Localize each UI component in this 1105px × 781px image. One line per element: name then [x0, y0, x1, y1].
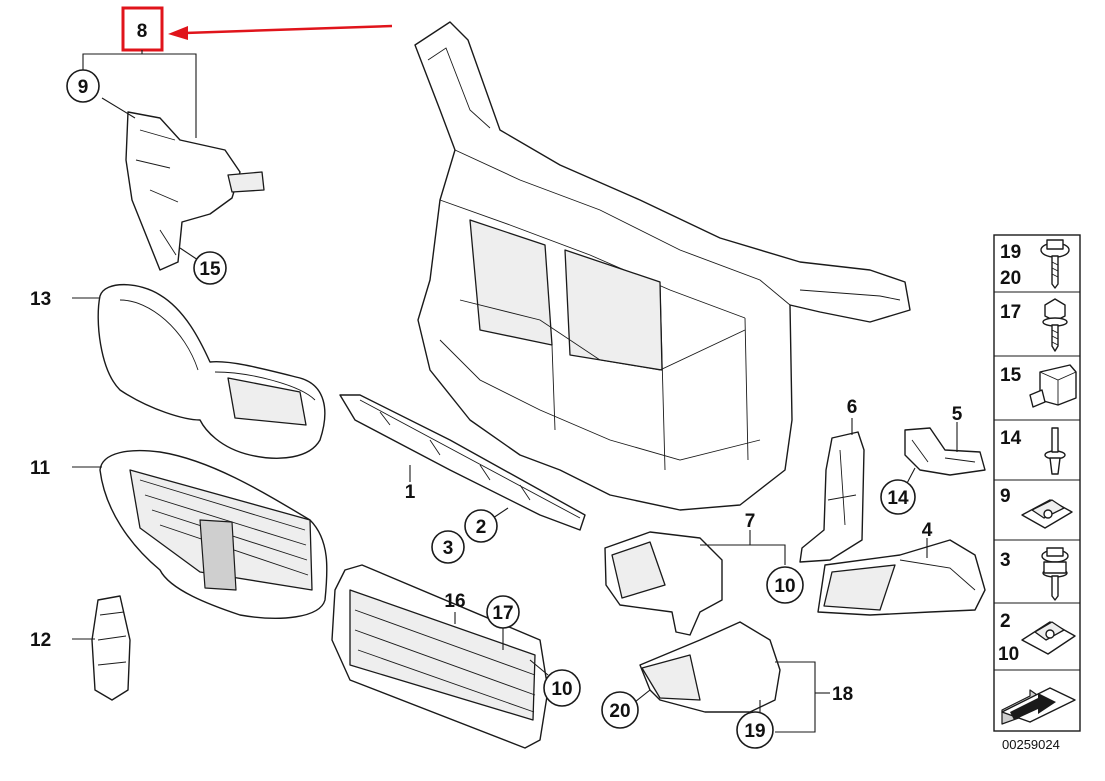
label-16: 16 [444, 591, 465, 612]
label-10-lower: 10 [551, 679, 572, 700]
part-18-lower-duct: 18 20 19 [601, 621, 853, 749]
label-19: 19 [744, 721, 765, 742]
panel-label-9: 9 [1000, 486, 1011, 507]
clip-nut-icon: 2 10 [998, 611, 1076, 665]
label-14: 14 [887, 488, 909, 509]
part-11-grille: 11 [30, 449, 328, 619]
label-13: 13 [30, 289, 51, 310]
highlight-arrow-line [184, 24, 393, 35]
highlight-part-8: 8 [121, 6, 393, 52]
part-6-bracket: 6 [799, 397, 865, 563]
part-4-side-duct: 4 [817, 520, 986, 616]
part-7-air-duct: 7 10 [604, 511, 804, 636]
label-11: 11 [30, 458, 51, 479]
arrow-plate-icon [1001, 687, 1076, 725]
sheet-nut-icon: 9 [1000, 486, 1073, 529]
part-16-lower-grille: 16 17 10 [331, 564, 581, 749]
part-9-duct: 9 15 [66, 50, 265, 285]
label-3: 3 [443, 538, 454, 559]
front-carrier [414, 21, 911, 511]
hardware-panel: 19 20 17 15 14 [993, 234, 1081, 732]
spring-clip-icon: 15 [1000, 364, 1077, 408]
panel-label-20: 20 [1000, 268, 1021, 289]
label-5: 5 [952, 404, 963, 425]
label-1: 1 [405, 482, 416, 503]
label-17: 17 [492, 603, 513, 624]
panel-label-3: 3 [1000, 550, 1011, 571]
collar-screw-icon: 3 [1000, 547, 1069, 601]
part-13-grille-surround: 13 [30, 284, 326, 459]
panel-label-14: 14 [1000, 428, 1022, 449]
panel-label-2: 2 [1000, 611, 1011, 632]
panel-label-17: 17 [1000, 302, 1021, 323]
leader-8-group [82, 53, 197, 138]
label-20: 20 [609, 701, 630, 722]
label-8: 8 [137, 21, 148, 42]
hex-screw-icon: 17 [1000, 298, 1068, 352]
expansion-rivet-icon: 14 [1000, 427, 1066, 475]
label-6: 6 [847, 397, 858, 418]
label-18: 18 [832, 684, 853, 705]
label-7: 7 [745, 511, 756, 532]
panel-label-10: 10 [998, 644, 1019, 665]
highlight-arrow-head [168, 26, 188, 40]
label-12: 12 [30, 630, 51, 651]
panel-label-19: 19 [1000, 242, 1021, 263]
label-10-upper: 10 [774, 576, 795, 597]
part-5-bracket: 5 14 [880, 404, 986, 515]
washer-bolt-icon: 19 20 [1000, 239, 1070, 289]
part-12-bracket: 12 [30, 595, 131, 701]
diagram-reference-number: 00259024 [1002, 737, 1060, 752]
panel-label-15: 15 [1000, 365, 1022, 386]
label-2: 2 [476, 517, 487, 538]
label-9: 9 [78, 77, 89, 98]
label-4: 4 [922, 520, 933, 541]
label-15: 15 [199, 259, 221, 280]
part-1-cross-member: 1 2 3 [339, 394, 586, 564]
